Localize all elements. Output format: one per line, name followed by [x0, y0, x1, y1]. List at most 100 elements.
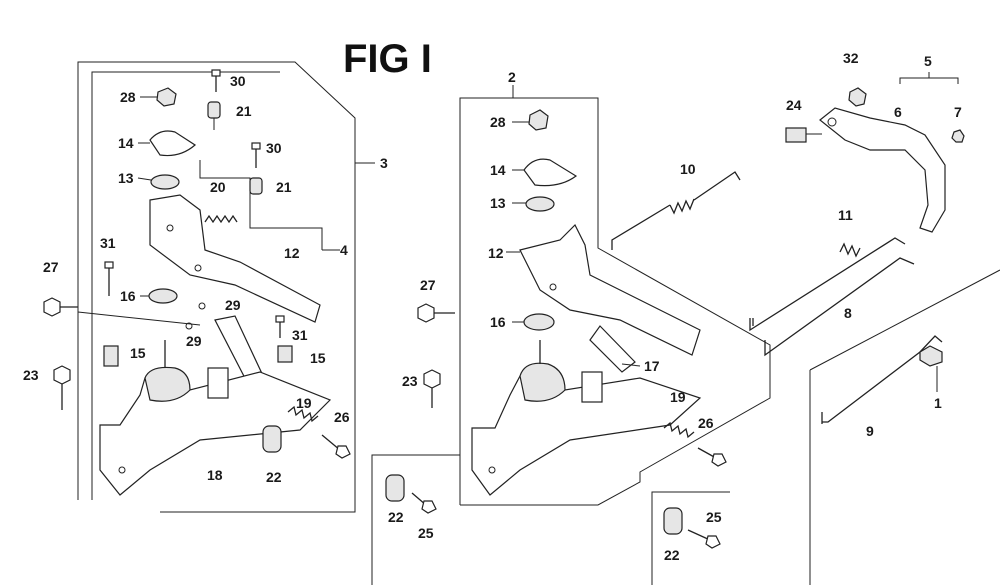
washer-16-mid [523, 313, 555, 331]
lever-assembly-5 [785, 72, 965, 233]
control-arm-12-left [149, 194, 321, 323]
bolt-24 [785, 127, 807, 143]
callout-14: 14 [118, 135, 134, 151]
bolt-31-right [275, 315, 285, 338]
bolt-30-top [211, 69, 221, 92]
callout-15: 15 [310, 350, 326, 366]
lever-plate-17 [589, 325, 636, 373]
callout-4: 4 [340, 242, 348, 258]
callout-labels: 30 28 21 14 30 3 13 20 21 12 4 31 27 16 … [23, 50, 962, 563]
callout-2: 2 [508, 69, 516, 85]
callout-10: 10 [680, 161, 696, 177]
callout-14: 14 [490, 162, 506, 178]
callout-23: 23 [23, 367, 39, 383]
callout-16: 16 [490, 314, 506, 330]
callout-17: 17 [644, 358, 660, 374]
callout-31: 31 [100, 235, 116, 251]
control-arm-12-mid [519, 223, 701, 356]
nut-32 [848, 87, 867, 107]
group-outline-2 [459, 97, 771, 506]
spring-19-mid [663, 421, 695, 439]
callout-32: 32 [843, 50, 859, 66]
bolt-30-mid [251, 142, 261, 168]
bolt-25-box2 [705, 535, 721, 549]
callout-23: 23 [402, 373, 418, 389]
lever-14-mid [523, 158, 578, 187]
callout-30: 30 [230, 73, 246, 89]
callout-19: 19 [670, 389, 686, 405]
washer-13-mid [525, 196, 555, 212]
callout-3: 3 [380, 155, 388, 171]
callout-26: 26 [334, 409, 350, 425]
callout-18: 18 [207, 467, 223, 483]
callout-11: 11 [838, 207, 853, 223]
sleeve-box-2 [651, 491, 730, 585]
washer-13-left [150, 174, 180, 190]
fitting-1 [919, 345, 943, 392]
callout-20: 20 [210, 179, 226, 195]
callout-5: 5 [924, 53, 932, 69]
callout-12: 12 [284, 245, 300, 261]
callout-13: 13 [490, 195, 506, 211]
group-outline-4 [199, 160, 323, 250]
rod-8 [749, 237, 906, 332]
callout-28: 28 [490, 114, 506, 130]
callout-31: 31 [292, 327, 308, 343]
nut-28-mid [528, 109, 549, 131]
callout-16: 16 [120, 288, 136, 304]
fitting-21-mid [249, 177, 263, 195]
callout-21: 21 [236, 103, 252, 119]
callout-24: 24 [786, 97, 802, 113]
callout-8: 8 [844, 305, 852, 321]
spring-19-left [287, 405, 319, 423]
bolt-31-left [104, 261, 114, 296]
callout-19: 19 [296, 395, 312, 411]
callout-22: 22 [664, 547, 680, 563]
callout-7: 7 [954, 104, 962, 120]
callout-1: 1 [934, 395, 942, 411]
boss-left [144, 366, 191, 402]
washer-16-left [148, 288, 178, 304]
spring-10 [611, 171, 741, 250]
callout-25: 25 [418, 525, 434, 541]
sleeve-22-box2 [663, 507, 683, 535]
callout-22: 22 [266, 469, 282, 485]
sleeve-22-box1 [385, 474, 405, 502]
clip-15-left [103, 345, 119, 367]
lever-6 [819, 107, 946, 233]
left-assembly [43, 61, 375, 513]
clip-15-right [277, 345, 293, 363]
callout-21: 21 [276, 179, 292, 195]
fitting-21-top [207, 101, 221, 130]
bolt-26-mid [697, 447, 727, 467]
nut-7 [951, 129, 965, 143]
bolt-27-mid [417, 303, 455, 323]
group-outline-3 [77, 61, 356, 513]
part-29a [198, 302, 206, 310]
callout-6: 6 [894, 104, 902, 120]
callout-22: 22 [388, 509, 404, 525]
bolt-23-left [53, 365, 71, 410]
part-29b [185, 322, 193, 330]
callout-25: 25 [706, 509, 722, 525]
nut-28-left [156, 87, 177, 107]
spring-rod-11 [764, 242, 915, 357]
callout-9: 9 [866, 423, 874, 439]
callout-29: 29 [225, 297, 241, 313]
wire-group-outline [809, 269, 1000, 585]
callout-27: 27 [43, 259, 59, 275]
callout-12: 12 [488, 245, 504, 261]
sleeve-box-1 [371, 454, 460, 585]
callout-29: 29 [186, 333, 202, 349]
bolt-27-left [43, 297, 78, 317]
callout-26: 26 [698, 415, 714, 431]
figure-title: FIG I [343, 37, 432, 81]
callout-30: 30 [266, 140, 282, 156]
callout-27: 27 [420, 277, 436, 293]
callout-15: 15 [130, 345, 146, 361]
bolt-26-left [321, 434, 351, 459]
bolt-23-mid [423, 369, 441, 408]
spring-20 [204, 214, 238, 224]
